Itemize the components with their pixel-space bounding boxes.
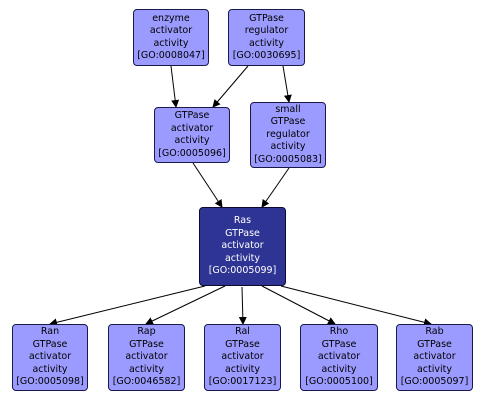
node-line: [GO:0005099] bbox=[208, 265, 277, 277]
node-line: GTPase bbox=[321, 338, 357, 350]
node-line: [GO:0005096] bbox=[158, 147, 226, 159]
node-line: activity bbox=[32, 363, 68, 375]
node-line: activity bbox=[224, 363, 261, 375]
node-line: Ral bbox=[235, 326, 250, 338]
edge-go0005099-to-go0046582 bbox=[145, 285, 226, 325]
node-line: [GO:0008047] bbox=[137, 50, 205, 61]
edge-go0005096-to-go0005099 bbox=[192, 162, 223, 208]
node-line: GTPase bbox=[417, 338, 452, 350]
edge-go0005099-to-go0005100 bbox=[261, 285, 336, 325]
node-line: activity bbox=[270, 141, 306, 153]
node-line: [GO:0005097] bbox=[400, 376, 469, 388]
node-line: Ras bbox=[233, 215, 252, 227]
node-line: activity bbox=[416, 363, 453, 375]
node-line: activity bbox=[128, 363, 165, 375]
node-line: activator bbox=[221, 351, 264, 363]
edge-go0030695-to-go0005083 bbox=[282, 65, 292, 103]
node-line: GTPase bbox=[225, 338, 260, 350]
node-line: [GO:0005098] bbox=[16, 376, 84, 388]
node-line: activator bbox=[125, 351, 168, 363]
node-line: GTPase bbox=[174, 110, 210, 121]
node-line: GTPase bbox=[129, 338, 164, 350]
node-line: [GO:0046582] bbox=[112, 376, 181, 388]
edge-go0005083-to-go0005099 bbox=[261, 167, 290, 208]
node-line: [GO:0030695] bbox=[232, 50, 301, 61]
node-line: activity bbox=[248, 37, 285, 49]
node-line: [GO:0017123] bbox=[208, 376, 277, 388]
node-line: activity bbox=[153, 37, 189, 49]
node-line: GTPase bbox=[225, 227, 260, 239]
node-line: small bbox=[275, 103, 301, 115]
node-line: regulator bbox=[266, 128, 310, 140]
node-line: [GO:0005083] bbox=[254, 153, 322, 165]
node-line: activity bbox=[174, 135, 210, 146]
node-line: Rab bbox=[425, 326, 444, 338]
node-line: Rap bbox=[137, 326, 156, 338]
node-line: activator bbox=[28, 351, 72, 363]
node-line: activator bbox=[413, 351, 456, 363]
node-line: regulator bbox=[244, 25, 289, 36]
node-line: activity bbox=[321, 363, 357, 375]
edge-go0030695-to-go0005096 bbox=[212, 65, 249, 108]
edge-go0005099-to-go0005098 bbox=[49, 285, 206, 327]
node-line: enzyme bbox=[152, 12, 190, 24]
node-line: activator bbox=[317, 351, 361, 363]
node-line: GTPase bbox=[270, 116, 306, 128]
node-line: GTPase bbox=[32, 338, 68, 350]
node-line: GTPase bbox=[249, 12, 284, 24]
node-line: Rho bbox=[329, 326, 349, 338]
node-line: activity bbox=[224, 252, 261, 264]
node-line: activator bbox=[170, 122, 214, 134]
node-line: activator bbox=[149, 25, 193, 36]
edge-go0008047-to-go0005096 bbox=[170, 65, 180, 108]
node-line: Ran bbox=[40, 326, 60, 338]
node-line: activator bbox=[221, 240, 264, 252]
edge-go0005099-to-go0017123 bbox=[238, 286, 247, 325]
edge-go0005099-to-go0005097 bbox=[280, 285, 432, 327]
node-line: [GO:0005100] bbox=[305, 376, 373, 388]
